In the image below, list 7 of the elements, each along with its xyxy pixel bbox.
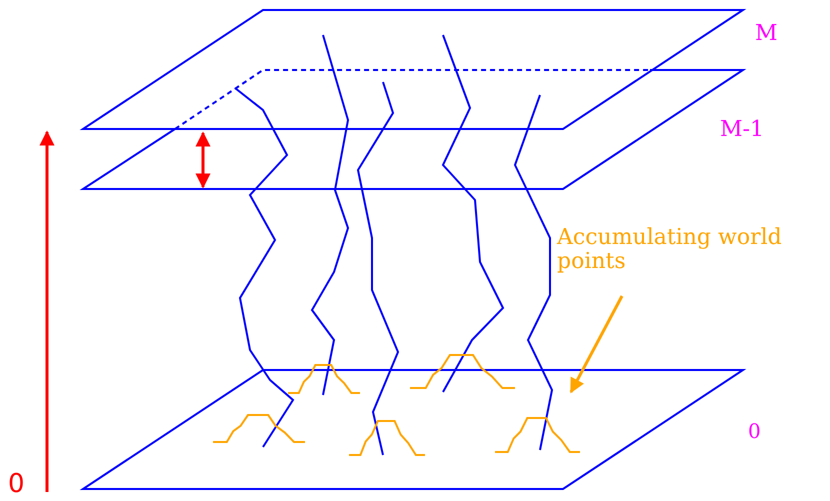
plane-label: M-1 xyxy=(720,118,764,142)
annotation-text: Accumulating world points xyxy=(557,226,827,274)
world-point-curve xyxy=(495,417,580,453)
leader-arrow xyxy=(570,295,624,394)
plane-label: M xyxy=(755,22,778,46)
axis-label: 0 xyxy=(8,470,25,499)
plane-label: 0 xyxy=(748,420,761,442)
